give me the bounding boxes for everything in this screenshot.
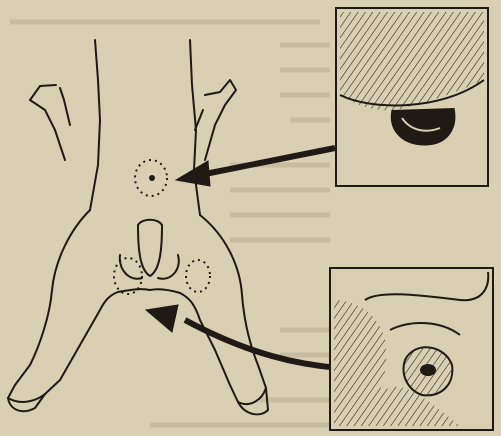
right-inguinal-marker: [186, 260, 210, 292]
right-torso-side: [190, 40, 200, 215]
inset-umbilical: [336, 8, 488, 186]
left-front-leg: [30, 85, 65, 160]
upper-arrow-shaft: [200, 148, 335, 175]
penis: [138, 220, 162, 276]
right-front-leg: [205, 80, 236, 160]
left-torso-side: [90, 40, 100, 210]
arrows: [146, 148, 340, 368]
dog-outline: [8, 40, 268, 414]
right-hind-leg: [180, 215, 266, 404]
inner-thighs: [118, 289, 180, 293]
left-front-leg-inner: [60, 88, 70, 125]
background-text-lines: [10, 22, 330, 425]
lower-arrow-head: [146, 305, 178, 332]
inset-inguinal: [330, 268, 493, 430]
left-hind-leg: [8, 210, 118, 402]
lower-arrow-shaft: [185, 320, 340, 368]
umbilical-dot: [149, 175, 155, 181]
upper-arrow-head: [176, 161, 210, 186]
inguinal-opening: [420, 364, 436, 376]
